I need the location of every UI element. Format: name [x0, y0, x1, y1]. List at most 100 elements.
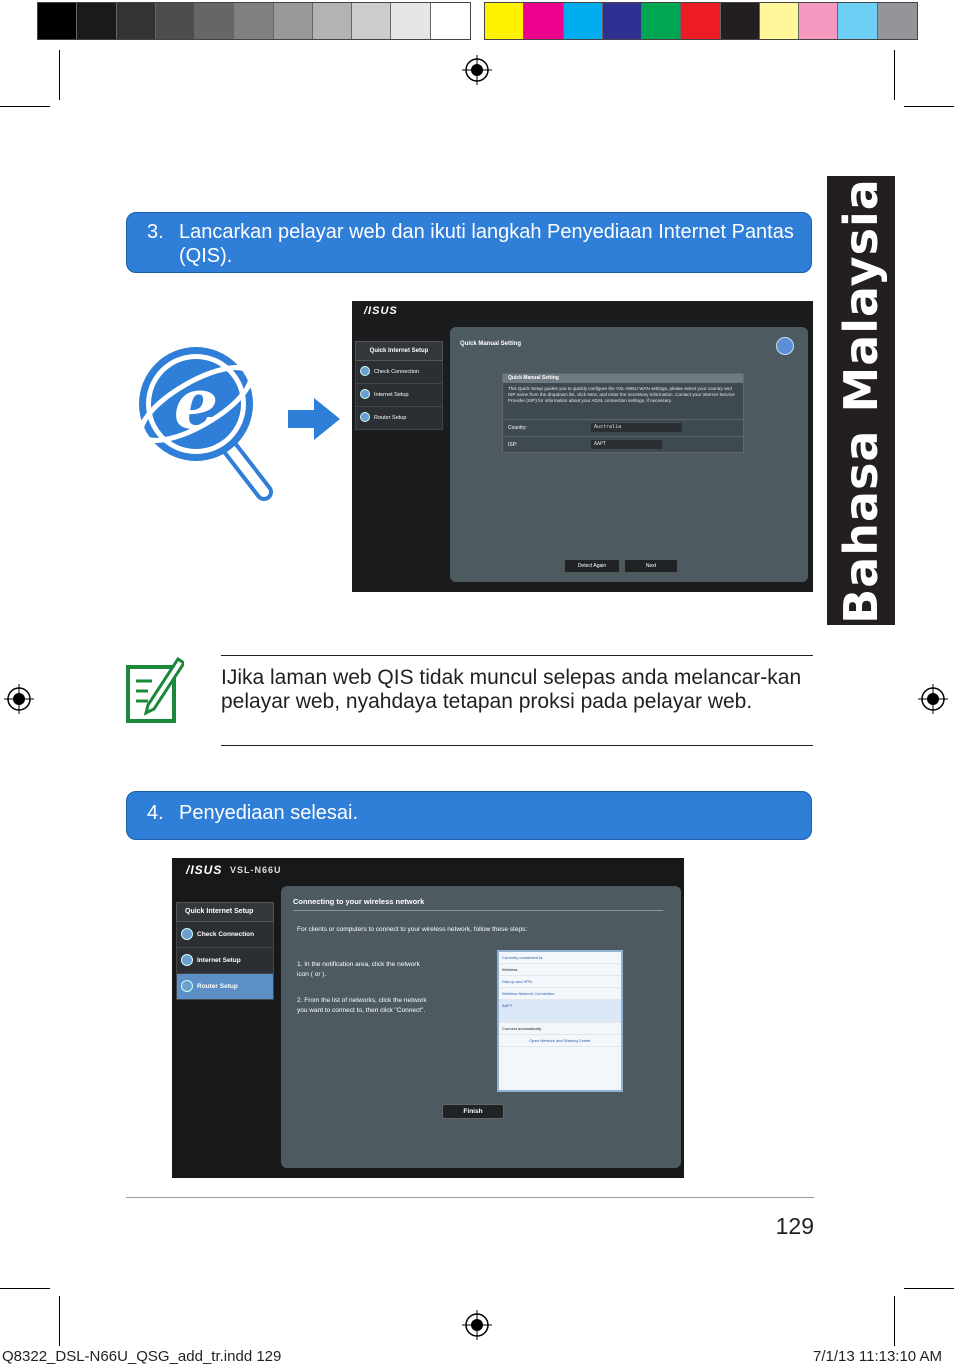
- qis-sidebar: Quick Internet Setup Check Connection In…: [355, 341, 443, 430]
- sidebar-header: Quick Internet Setup: [176, 902, 274, 922]
- color-swatch: [720, 3, 760, 39]
- popup-line: Currently connected to:: [499, 952, 621, 964]
- finish-screenshot: /ISUS VSL-N66U Quick Internet Setup Chec…: [172, 858, 684, 1178]
- sidebar-item-router-setup[interactable]: Router Setup: [176, 974, 274, 1000]
- web-browser-icon: e: [138, 347, 273, 501]
- asus-logo: /ISUS: [186, 863, 223, 877]
- sidebar-item-router-setup[interactable]: Router Setup: [355, 407, 443, 430]
- color-swatch: [312, 3, 353, 39]
- settings-box: Quick Manual Setting This Quick Setup gu…: [502, 373, 744, 453]
- color-swatch: [642, 3, 682, 39]
- sidebar-item-label: Check Connection: [197, 931, 255, 938]
- isp-label: ISP:: [508, 442, 518, 448]
- color-swatch: [116, 3, 156, 39]
- color-swatch: [799, 3, 839, 39]
- registration-mark-icon: [918, 684, 948, 714]
- step-4-banner: 4. Penyediaan selesai.: [126, 791, 812, 840]
- color-swatch: [838, 3, 878, 39]
- country-row: Country: Australia: [503, 419, 743, 436]
- note-text: IJika laman web QIS tidak muncul selepas…: [221, 666, 802, 713]
- color-swatch: [234, 3, 274, 39]
- popup-line[interactable]: Open Network and Sharing Center: [499, 1035, 621, 1047]
- crop-mark: [904, 106, 954, 107]
- crop-mark: [894, 50, 895, 100]
- qis-screenshot: /ISUS Quick Internet Setup Check Connect…: [352, 301, 813, 592]
- crop-mark: [59, 1296, 60, 1346]
- color-swatch: [485, 3, 525, 39]
- popup-line[interactable]: Wireless Network Connection: [499, 988, 621, 1000]
- sidebar-item-check-connection[interactable]: Check Connection: [355, 361, 443, 384]
- color-swatch: [352, 3, 392, 39]
- registration-mark-icon: [462, 55, 492, 85]
- sidebar-item-check-connection[interactable]: Check Connection: [176, 922, 274, 948]
- finish-sidebar: Quick Internet Setup Check Connection In…: [176, 902, 274, 1000]
- intro-text: For clients or computers to connect to y…: [297, 926, 528, 933]
- sidebar-item-internet-setup[interactable]: Internet Setup: [355, 384, 443, 407]
- color-swatch: [38, 3, 78, 39]
- bullet-icon: [360, 366, 370, 376]
- note-top-rule: [221, 655, 813, 656]
- box-description: This Quick Setup guides you to quickly c…: [508, 386, 735, 404]
- isp-select[interactable]: AAPT: [591, 440, 662, 449]
- color-swatch: [563, 3, 603, 39]
- process-color-bar: [484, 2, 918, 40]
- color-swatch: [602, 3, 643, 39]
- bullet-icon: [181, 954, 193, 966]
- instruction-step-2: 2. From the list of networks, click the …: [297, 997, 427, 1014]
- color-swatch: [195, 3, 235, 39]
- detect-again-button[interactable]: Detect Again: [564, 559, 620, 573]
- popup-line: Dial-up and VPN: [499, 976, 621, 988]
- crop-mark: [0, 106, 50, 107]
- sidebar-item-label: Internet Setup: [197, 957, 241, 964]
- crop-mark: [894, 1296, 895, 1346]
- popup-network-item[interactable]: AAPT: [499, 1000, 621, 1023]
- panel-title: Quick Manual Setting: [460, 341, 522, 347]
- color-swatch: [430, 3, 470, 39]
- color-swatch: [273, 3, 313, 39]
- crop-mark: [0, 1288, 50, 1289]
- color-swatch: [524, 3, 564, 39]
- step-text: Lancarkan pelayar web dan ikuti langkah …: [179, 221, 794, 267]
- note-bottom-rule: [221, 745, 813, 746]
- registration-mark-icon: [462, 1310, 492, 1340]
- instruction-step-1: 1. In the notification area, click the n…: [297, 961, 420, 978]
- sidebar-item-label: Router Setup: [197, 983, 238, 990]
- color-swatch: [77, 3, 117, 39]
- footer-rule: [126, 1197, 814, 1198]
- popup-line[interactable]: Connect automatically: [499, 1023, 621, 1035]
- crop-mark: [904, 1288, 954, 1289]
- color-swatch: [877, 3, 917, 39]
- country-select[interactable]: Australia: [591, 423, 682, 432]
- next-button[interactable]: Next: [624, 559, 678, 573]
- qis-panel: Quick Manual Setting Quick Manual Settin…: [450, 327, 808, 582]
- color-swatch: [391, 3, 431, 39]
- asus-logo: /ISUS: [364, 305, 398, 317]
- note-pencil-icon: [126, 656, 184, 723]
- slug-filename: Q8322_DSL-N66U_QSG_add_tr.indd 129: [2, 1348, 282, 1365]
- sidebar-item-label: Internet Setup: [374, 392, 409, 398]
- right-arrow-icon: [288, 398, 340, 440]
- side-tab-label: Bahasa Malaysia: [834, 177, 888, 624]
- registration-mark-icon: [4, 684, 34, 714]
- color-swatch: [759, 3, 800, 39]
- model-name: VSL-N66U: [230, 865, 282, 875]
- sidebar-item-internet-setup[interactable]: Internet Setup: [176, 948, 274, 974]
- bullet-icon: [360, 389, 370, 399]
- crop-mark: [59, 50, 60, 100]
- page-number: 129: [775, 1213, 814, 1239]
- language-side-tab: Bahasa Malaysia: [827, 176, 895, 625]
- sidebar-item-label: Router Setup: [374, 415, 407, 421]
- box-title: Quick Manual Setting: [503, 374, 743, 383]
- slug-date: 7/1/13 11:13:10 AM: [813, 1348, 942, 1365]
- finish-button[interactable]: Finish: [442, 1104, 504, 1119]
- bullet-icon: [360, 412, 370, 422]
- grayscale-color-bar: [37, 2, 471, 40]
- sidebar-item-label: Check Connection: [374, 369, 419, 375]
- panel-rule: [293, 910, 663, 911]
- step-number: 4.: [147, 802, 164, 824]
- panel-title: Connecting to your wireless network: [293, 897, 425, 906]
- isp-row: ISP: AAPT: [503, 436, 743, 453]
- popup-line: Wireless: [499, 964, 621, 976]
- home-icon[interactable]: [776, 337, 794, 355]
- step-text: Penyediaan selesai.: [179, 802, 359, 824]
